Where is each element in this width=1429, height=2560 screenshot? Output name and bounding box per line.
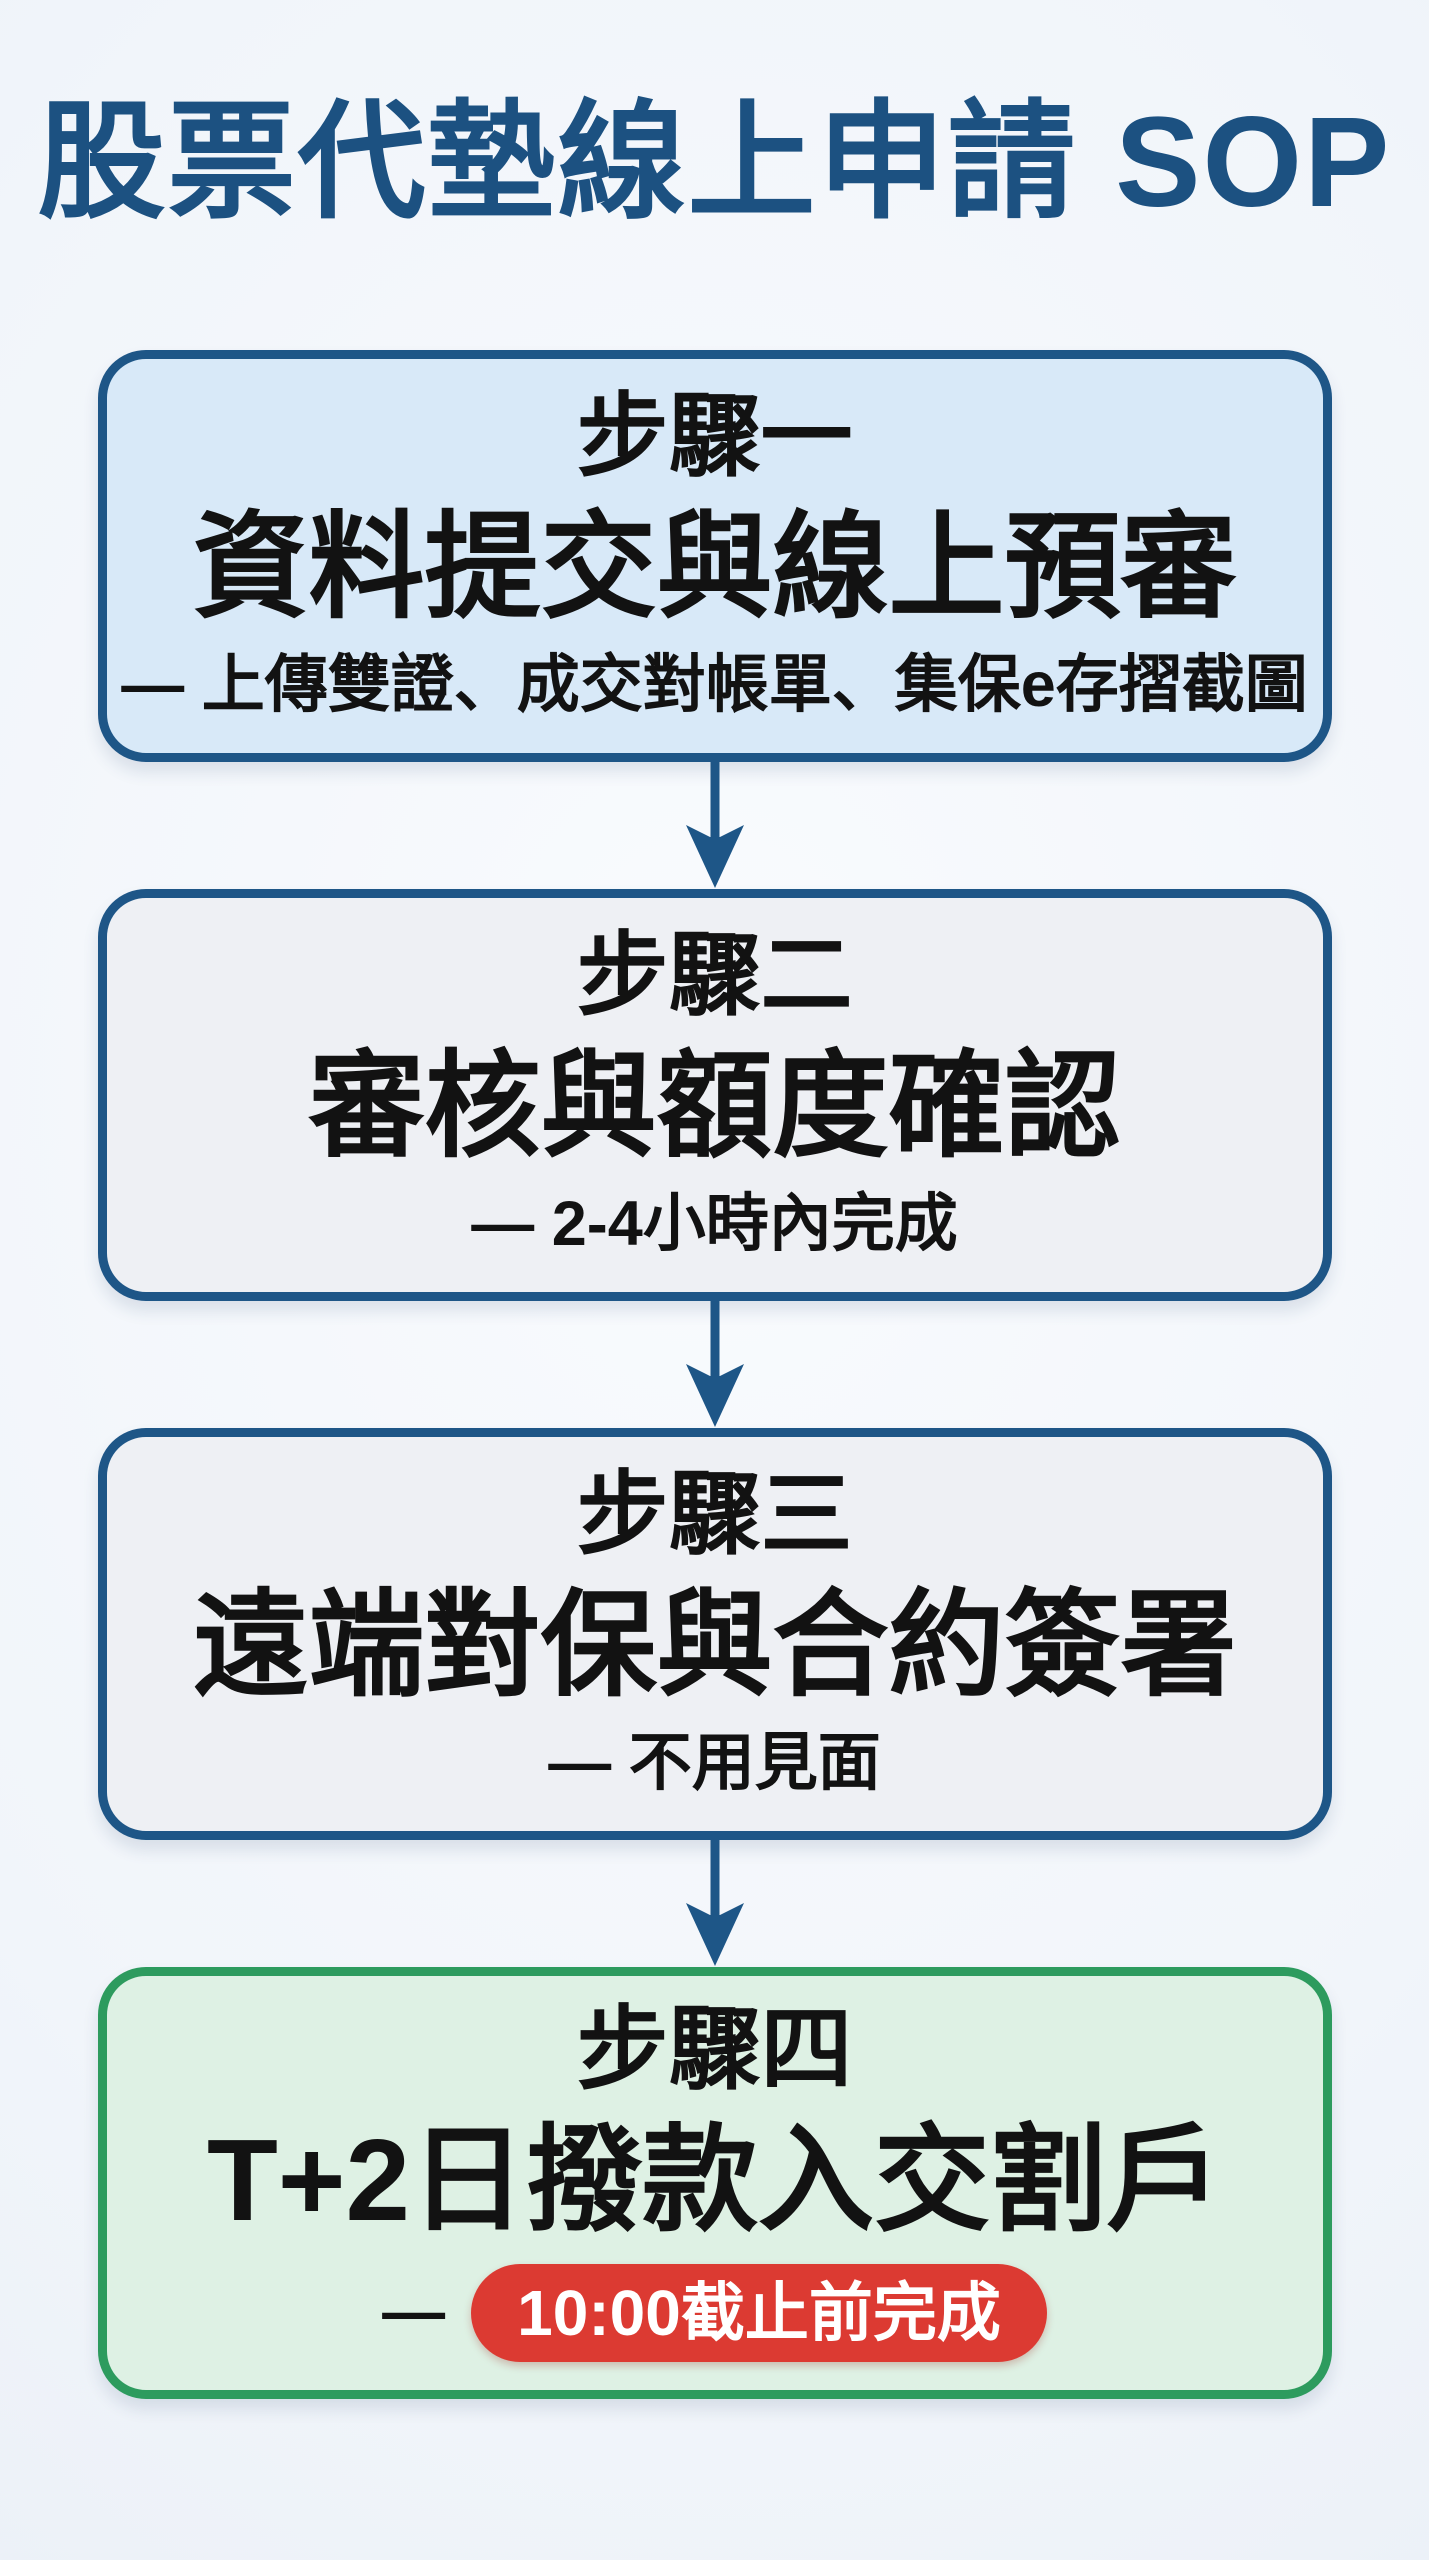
flow-arrow-2 xyxy=(683,1301,747,1428)
step-3-note: — 不用見面 xyxy=(548,1728,881,1799)
flow-arrow-3 xyxy=(683,1840,747,1967)
step-3-box: 步驟三 遠端對保與合約簽署 — 不用見面 xyxy=(97,1428,1332,1840)
arrow-down-icon xyxy=(685,762,744,888)
step-3-heading: 遠端對保與合約簽署 xyxy=(192,1580,1237,1711)
step-2-box: 步驟二 審核與額度確認 — 2-4小時內完成 xyxy=(97,889,1332,1301)
arrow-down-icon xyxy=(685,1840,744,1966)
page-title: 股票代墊線上申請 SOP xyxy=(37,90,1392,234)
step-1-label: 步驟一 xyxy=(576,386,853,489)
step-2-heading: 審核與額度確認 xyxy=(308,1041,1121,1172)
deadline-badge: 10:00截止前完成 xyxy=(471,2264,1047,2362)
step-4-label: 步驟四 xyxy=(576,1999,853,2101)
arrow-down-icon xyxy=(685,1301,744,1427)
step-4-heading: T+2日撥款入交割戶 xyxy=(206,2115,1223,2245)
step-2-label: 步驟二 xyxy=(576,925,853,1028)
note-dash: — xyxy=(382,2277,446,2348)
step-2-note: — 2-4小時內完成 xyxy=(471,1189,958,1260)
step-1-box: 步驟一 資料提交與線上預審 — 上傳雙證、成交對帳單、集保e存摺截圖 xyxy=(97,350,1332,762)
step-4-box: 步驟四 T+2日撥款入交割戶 — 10:00截止前完成 xyxy=(97,1967,1332,2399)
step-1-note: — 上傳雙證、成交對帳單、集保e存摺截圖 xyxy=(121,650,1308,721)
step-4-note: — 10:00截止前完成 xyxy=(382,2264,1047,2362)
flow-arrow-1 xyxy=(683,762,747,889)
step-1-heading: 資料提交與線上預審 xyxy=(192,502,1237,633)
step-3-label: 步驟三 xyxy=(576,1464,853,1567)
